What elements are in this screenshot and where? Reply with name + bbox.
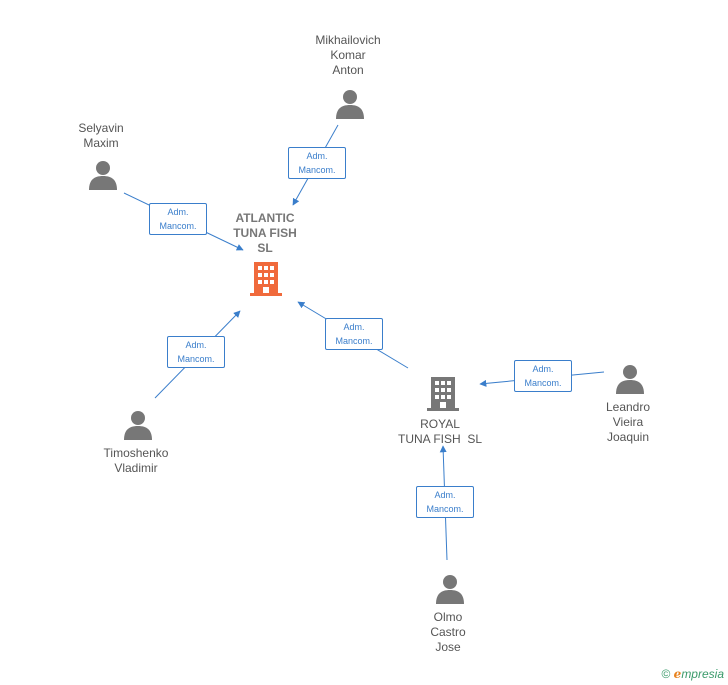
- label-line: ROYAL: [420, 417, 460, 431]
- person-icon[interactable]: [435, 574, 465, 604]
- person-icon[interactable]: [88, 160, 118, 190]
- person-icon[interactable]: [615, 364, 645, 394]
- person-label-timoshenko[interactable]: Timoshenko Vladimir: [104, 446, 169, 476]
- company-label-royal[interactable]: ROYAL TUNA FISH SL: [398, 417, 482, 447]
- building-icon[interactable]: [250, 262, 282, 296]
- person-icon[interactable]: [123, 410, 153, 440]
- label-line: Jose: [435, 640, 461, 654]
- edge-label-line: Mancom.: [177, 354, 215, 364]
- edge-label-royal[interactable]: Adm. Mancom.: [325, 318, 383, 350]
- edge-label-line: Mancom.: [426, 504, 464, 514]
- label-line: Joaquin: [606, 430, 650, 444]
- edge-label-line: Mancom.: [335, 336, 373, 346]
- edge-label-mikhailovich[interactable]: Adm. Mancom.: [288, 147, 346, 179]
- edge-label-line: Mancom.: [159, 221, 197, 231]
- company-label-atlantic[interactable]: ATLANTIC TUNA FISH SL: [233, 211, 297, 256]
- edge-label-line: Mancom.: [524, 378, 562, 388]
- edge-label-line: Adm.: [185, 340, 207, 350]
- edge-label-line: Adm.: [167, 207, 189, 217]
- label-line: Selyavin: [78, 121, 124, 135]
- edge-label-line: Adm.: [434, 490, 456, 500]
- label-line: TUNA FISH SL: [397, 432, 483, 446]
- label-line: Anton: [332, 63, 364, 77]
- label-line: Timoshenko: [103, 446, 169, 460]
- person-label-mikhailovich[interactable]: Mikhailovich Komar Anton: [315, 33, 380, 78]
- label-line: SL: [257, 241, 273, 255]
- edge-label-line: Adm.: [306, 151, 328, 161]
- label-line: Castro: [430, 625, 466, 639]
- copyright-icon: ©: [661, 667, 671, 681]
- edge-label-line: Adm.: [532, 364, 554, 374]
- label-line: Leandro: [605, 400, 651, 414]
- brand-logo-text: mpresia: [681, 667, 724, 681]
- label-line: ATLANTIC: [235, 211, 295, 225]
- label-line: Komar: [330, 48, 366, 62]
- edge-label-line: Adm.: [343, 322, 365, 332]
- person-label-selyavin[interactable]: Selyavin Maxim: [78, 121, 123, 151]
- label-line: Olmo: [433, 610, 463, 624]
- label-line: TUNA FISH: [233, 226, 297, 240]
- label-line: Vladimir: [114, 461, 158, 475]
- person-label-leandro[interactable]: Leandro Vieira Joaquin: [606, 400, 650, 445]
- person-label-olmo[interactable]: Olmo Castro Jose: [430, 610, 465, 655]
- person-icon[interactable]: [335, 89, 365, 119]
- label-line: Mikhailovich: [315, 33, 381, 47]
- label-line: Vieira: [612, 415, 644, 429]
- label-line: Maxim: [83, 136, 119, 150]
- brand-footer[interactable]: © empresia: [661, 667, 724, 681]
- edge-label-timoshenko[interactable]: Adm. Mancom.: [167, 336, 225, 368]
- edge-label-olmo[interactable]: Adm. Mancom.: [416, 486, 474, 518]
- edge-label-leandro[interactable]: Adm. Mancom.: [514, 360, 572, 392]
- building-icon[interactable]: [427, 377, 459, 411]
- brand-logo-mark: e: [673, 667, 682, 681]
- edge-label-line: Mancom.: [298, 165, 336, 175]
- edge-label-selyavin[interactable]: Adm. Mancom.: [149, 203, 207, 235]
